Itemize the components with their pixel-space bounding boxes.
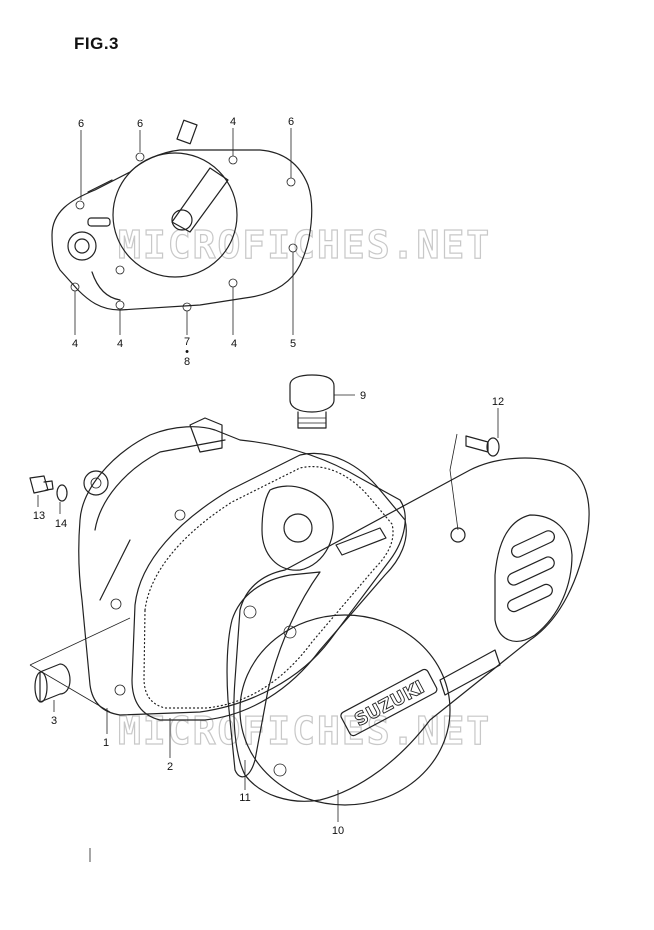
- callout-dot: •: [185, 346, 189, 358]
- callout-7: 7: [184, 336, 190, 348]
- gasket-part-2: [131, 452, 407, 721]
- callout-2: 2: [167, 761, 173, 773]
- oil-filler-cap-part-9: [289, 374, 335, 429]
- watermark-bottom: MICROFICHES.NET: [118, 709, 491, 753]
- watermark-top: MICROFICHES.NET: [118, 223, 491, 267]
- dowel-pin-part-3: [34, 663, 71, 703]
- clutch-cover-inner-view: [51, 119, 313, 312]
- callout-6: 6: [137, 118, 143, 130]
- leader-lines-bottom: [29, 394, 499, 862]
- callout-4: 4: [72, 338, 78, 350]
- callout-10: 10: [332, 825, 344, 837]
- callout-6: 6: [288, 116, 294, 128]
- washer-part-14: [56, 484, 68, 502]
- callout-1: 1: [103, 737, 109, 749]
- figure-title: FIG.3: [74, 34, 120, 53]
- callout-labels: 6 6 4 6 4 4 7 • 8 4 5 9 12 13 14 3 1 2 1…: [33, 116, 504, 837]
- screw-part-12: [465, 435, 500, 457]
- crankcase-cover-part-1: [78, 417, 406, 716]
- callout-12: 12: [492, 396, 504, 408]
- callout-8: 8: [184, 356, 190, 368]
- callout-6: 6: [78, 118, 84, 130]
- cover-gasket-part-11: [226, 571, 321, 778]
- callout-5: 5: [290, 338, 296, 350]
- callout-4: 4: [117, 338, 123, 350]
- bolt-part-13: [29, 475, 54, 494]
- callout-9: 9: [360, 390, 366, 402]
- callout-11: 11: [239, 792, 250, 804]
- callout-4: 4: [231, 338, 237, 350]
- callout-13: 13: [33, 510, 45, 522]
- leader-lines-top: [74, 128, 294, 335]
- callout-3: 3: [51, 715, 57, 727]
- callout-4: 4: [230, 116, 236, 128]
- callout-14: 14: [55, 518, 67, 530]
